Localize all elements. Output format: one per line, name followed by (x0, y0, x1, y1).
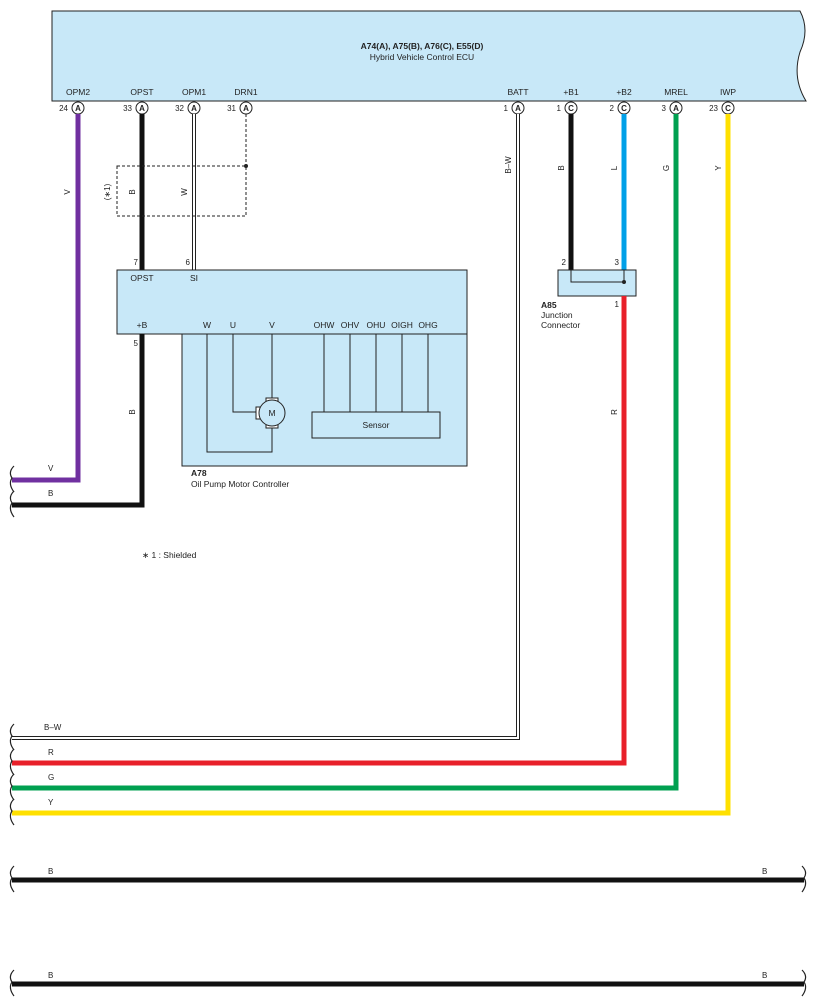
wire-opm2-violet (12, 114, 81, 483)
pump-pin-b-num: 5 (134, 339, 139, 348)
ecu-pin-num: 33 (123, 104, 132, 113)
bottom-label-right-1: B (762, 867, 767, 876)
left-break-marks (9, 465, 15, 997)
ecu-box (51, 10, 807, 102)
connector-letter: A (75, 104, 81, 113)
wire-label-opst: B (128, 189, 137, 194)
drain-junction (244, 164, 248, 168)
ecu-terminal-iwp: IWP (720, 87, 736, 97)
connector-letter: A (243, 104, 249, 113)
junction-dot (622, 280, 626, 284)
junction-name-2: Connector (541, 320, 580, 330)
wire-label-iwp: Y (714, 165, 723, 171)
motor-symbol (258, 399, 286, 427)
ecu-terminal-b2: +B2 (616, 87, 632, 97)
bus-label-bw: B–W (44, 723, 62, 732)
junction-id: A85 (541, 300, 557, 310)
junction-pin-left: 2 (562, 258, 567, 267)
ecu-terminal-opm1: OPM1 (182, 87, 206, 97)
phase-label-u: U (230, 320, 236, 330)
pump-pin-si-num: 6 (186, 258, 191, 267)
shield-note: ∗ 1 : Shielded (142, 550, 197, 560)
sensor-term-oigh: OIGH (391, 320, 413, 330)
wire-mrel-green (12, 114, 679, 791)
ecu-pin-num: 2 (610, 104, 615, 113)
sensor-term-ohg: OHG (418, 320, 437, 330)
wire-label-batt: B–W (504, 156, 513, 174)
sensor-term-ohu: OHU (367, 320, 386, 330)
pump-pin-opst-num: 7 (134, 258, 139, 267)
ecu-terminal-batt: BATT (507, 87, 528, 97)
shield-box (116, 165, 247, 217)
connector-letter: A (673, 104, 679, 113)
ecu-pin-num: 32 (175, 104, 184, 113)
motor-label: M (268, 408, 275, 418)
bus-label-r: R (48, 748, 54, 757)
connector-letter: A (515, 104, 521, 113)
connector-letter: A (191, 104, 197, 113)
ecu-pin-num: 1 (504, 104, 509, 113)
phase-label-v: V (269, 320, 275, 330)
bus-label-y: Y (48, 798, 54, 807)
connector-letter: A (139, 104, 145, 113)
wire-label-opm2: V (63, 189, 72, 195)
bus-label-b: B (48, 489, 53, 498)
ecu-subtitle: Hybrid Vehicle Control ECU (370, 52, 474, 62)
sensor-term-ohv: OHV (341, 320, 360, 330)
shield-label: (∗1) (103, 183, 112, 200)
connector-letter: C (568, 104, 574, 113)
ecu-title: A74(A), A75(B), A76(C), E55(D) (361, 41, 484, 51)
ecu-terminal-opst: OPST (130, 87, 153, 97)
oil-pump-id: A78 (191, 468, 207, 478)
wire-label-a85: R (610, 409, 619, 415)
sensor-box (311, 411, 441, 439)
right-break-marks (801, 865, 807, 997)
ecu-terminal-mrel: MREL (664, 87, 688, 97)
bottom-label-left-1: B (48, 867, 53, 876)
phase-label-w: W (203, 320, 211, 330)
wire-label-b1: B (557, 165, 566, 170)
wire-iwp-yellow (12, 114, 731, 816)
sensor-label: Sensor (363, 420, 390, 430)
connector-circles (71, 101, 735, 115)
connector-letter: C (621, 104, 627, 113)
ecu-terminal-drn1: DRN1 (234, 87, 257, 97)
bus-label-g: G (48, 773, 54, 782)
oil-pump-controller-box (116, 269, 468, 335)
ecu-terminal-opm2: OPM2 (66, 87, 90, 97)
pump-terminal-b: +B (137, 320, 148, 330)
wire-label-b2: L (610, 165, 619, 170)
junction-pin-bottom: 1 (615, 300, 620, 309)
ecu-pin-num: 24 (59, 104, 68, 113)
wire-label-mrel: G (662, 165, 671, 171)
ecu-pin-num: 23 (709, 104, 718, 113)
wire-label-pump-b: B (128, 409, 137, 414)
ecu-pin-num: 3 (662, 104, 667, 113)
wire-pump-b-black (12, 334, 145, 508)
ecu-terminal-b1: +B1 (563, 87, 579, 97)
ecu-pin-num: 1 (557, 104, 562, 113)
pump-terminal-si: SI (190, 273, 198, 283)
wire-label-opm1: W (180, 188, 189, 196)
junction-internal (570, 270, 625, 283)
bottom-label-right-2: B (762, 971, 767, 980)
junction-pin-right: 3 (615, 258, 620, 267)
wire-a85-red (12, 296, 627, 766)
bus-label-v: V (48, 464, 54, 473)
bottom-label-left-2: B (48, 971, 53, 980)
sensor-term-ohw: OHW (314, 320, 335, 330)
connector-letter: C (725, 104, 731, 113)
oil-pump-name: Oil Pump Motor Controller (191, 479, 289, 489)
ecu-pin-num: 31 (227, 104, 236, 113)
motor-wiring (206, 334, 429, 453)
pump-terminal-opst: OPST (130, 273, 153, 283)
junction-name-1: Junction (541, 310, 573, 320)
